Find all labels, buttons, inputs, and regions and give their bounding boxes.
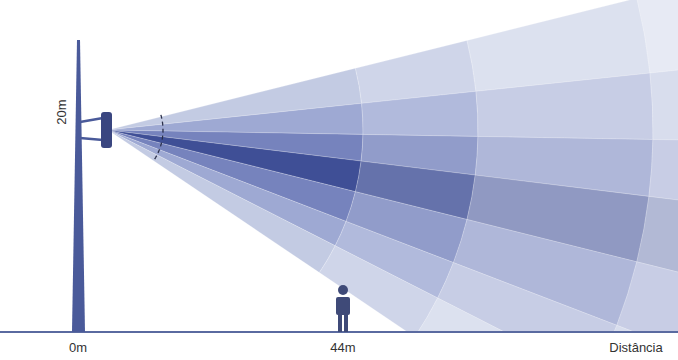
light-band <box>415 298 594 332</box>
bracket <box>80 118 103 140</box>
light-band <box>476 73 653 139</box>
light-band <box>319 246 437 332</box>
pole <box>72 40 85 332</box>
light-band <box>108 103 363 134</box>
light-band <box>108 130 346 246</box>
light-band <box>594 325 678 332</box>
light-band <box>108 130 335 273</box>
height-label: 20m <box>55 99 69 124</box>
light-band <box>637 0 678 73</box>
light-band <box>650 51 678 144</box>
person <box>336 285 350 332</box>
light-cone <box>108 0 678 332</box>
dashed-arc <box>154 115 163 161</box>
distance-label: 44m <box>330 341 355 355</box>
distance-label: 0m <box>69 341 87 355</box>
floodlight <box>101 112 112 148</box>
axis-label: Distância <box>609 341 662 355</box>
light-band <box>362 91 478 136</box>
light-band <box>617 262 678 332</box>
